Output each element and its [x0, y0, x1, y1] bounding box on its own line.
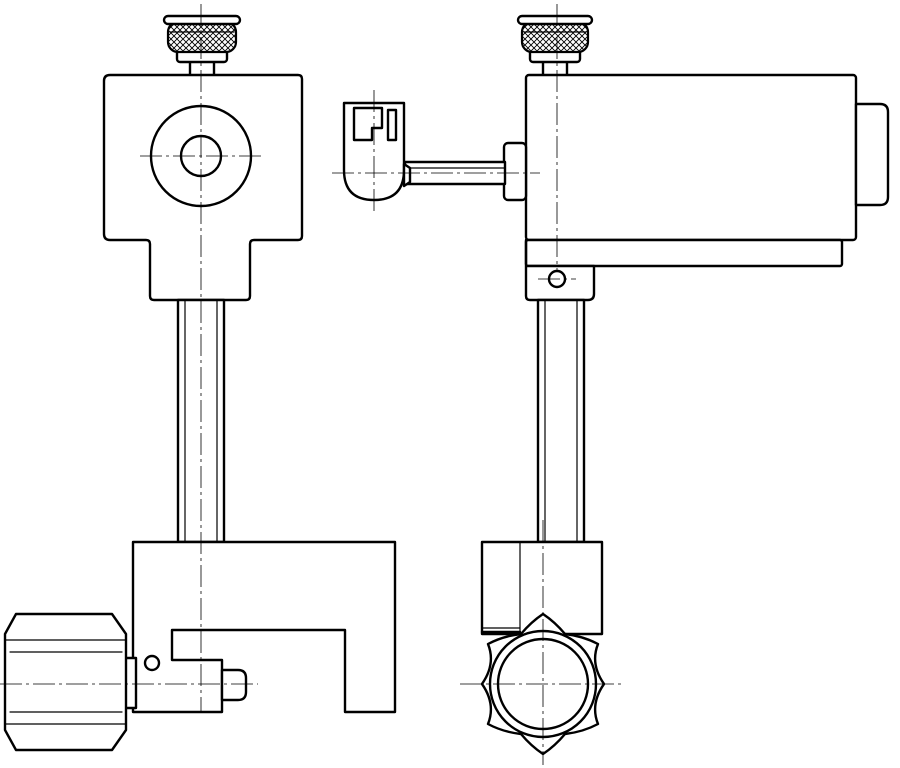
- side-arm: [342, 101, 528, 202]
- front-view: [0, 4, 397, 752]
- side-view: [332, 4, 890, 765]
- small-hole-left: [143, 654, 161, 672]
- housing-base-plate: [524, 238, 844, 268]
- hex-nut-left: [3, 612, 138, 752]
- top-knob-right: [516, 14, 594, 78]
- vertical-rod-right: [536, 298, 586, 544]
- housing-end-cap: [854, 102, 890, 207]
- lower-clamp-left: [131, 540, 397, 714]
- clamp-screw-tip: [220, 668, 248, 702]
- main-housing: [524, 73, 858, 242]
- top-knob-left: [162, 14, 242, 78]
- support-bracket: [524, 238, 596, 302]
